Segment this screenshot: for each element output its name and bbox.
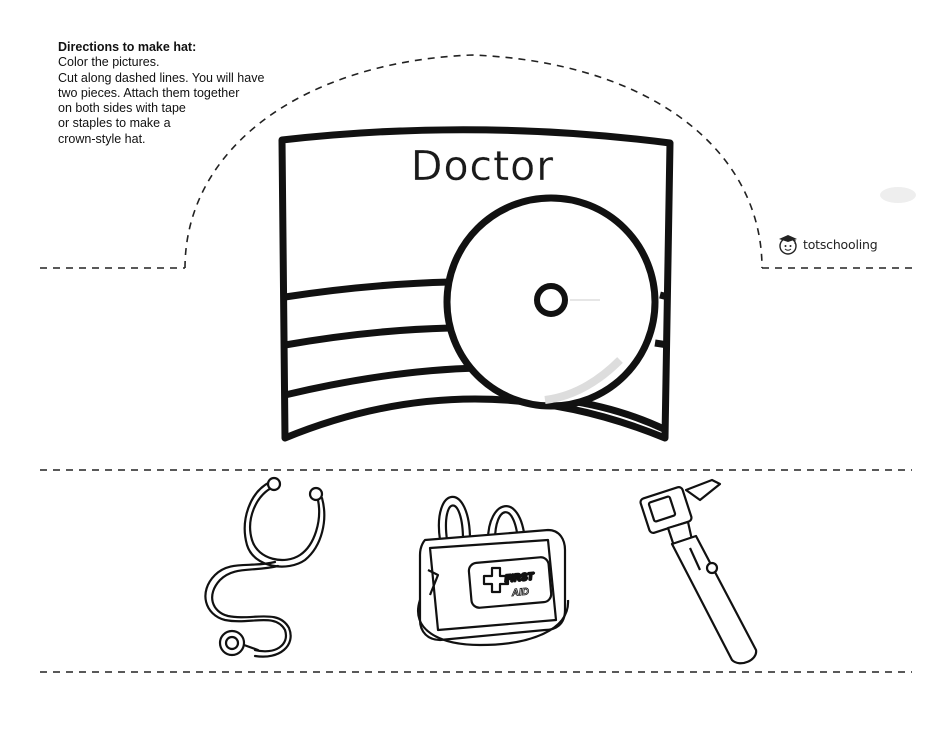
hat-title: Doctor [410,142,555,190]
directions-line: Cut along dashed lines. You will have [58,70,265,85]
directions-line: crown-style hat. [58,131,146,146]
crown-arc-cut-line[interactable] [184,54,763,269]
directions-block: Directions to make hat: Color the pictur… [58,40,298,147]
stethoscope-icon [204,476,326,658]
hat-band [278,126,674,442]
directions-line: Color the pictures. [58,55,160,70]
otoscope-icon [639,478,758,665]
brand-name: totschooling [803,236,878,252]
head-mirror [443,194,659,410]
bag-label-line2: AID [510,587,529,600]
bag-label-line1: FIRST [504,571,535,585]
directions-line: on both sides with tape [58,101,186,116]
directions-line: or staples to make a [58,116,171,131]
first-aid-bag-icon [417,495,570,647]
directions-line: two pieces. Attach them together [58,85,240,100]
directions-title: Directions to make hat: [58,40,197,54]
smudge [880,187,916,203]
child-face-graduation-cap-icon [779,235,797,255]
brand-logo: totschooling [776,232,878,256]
